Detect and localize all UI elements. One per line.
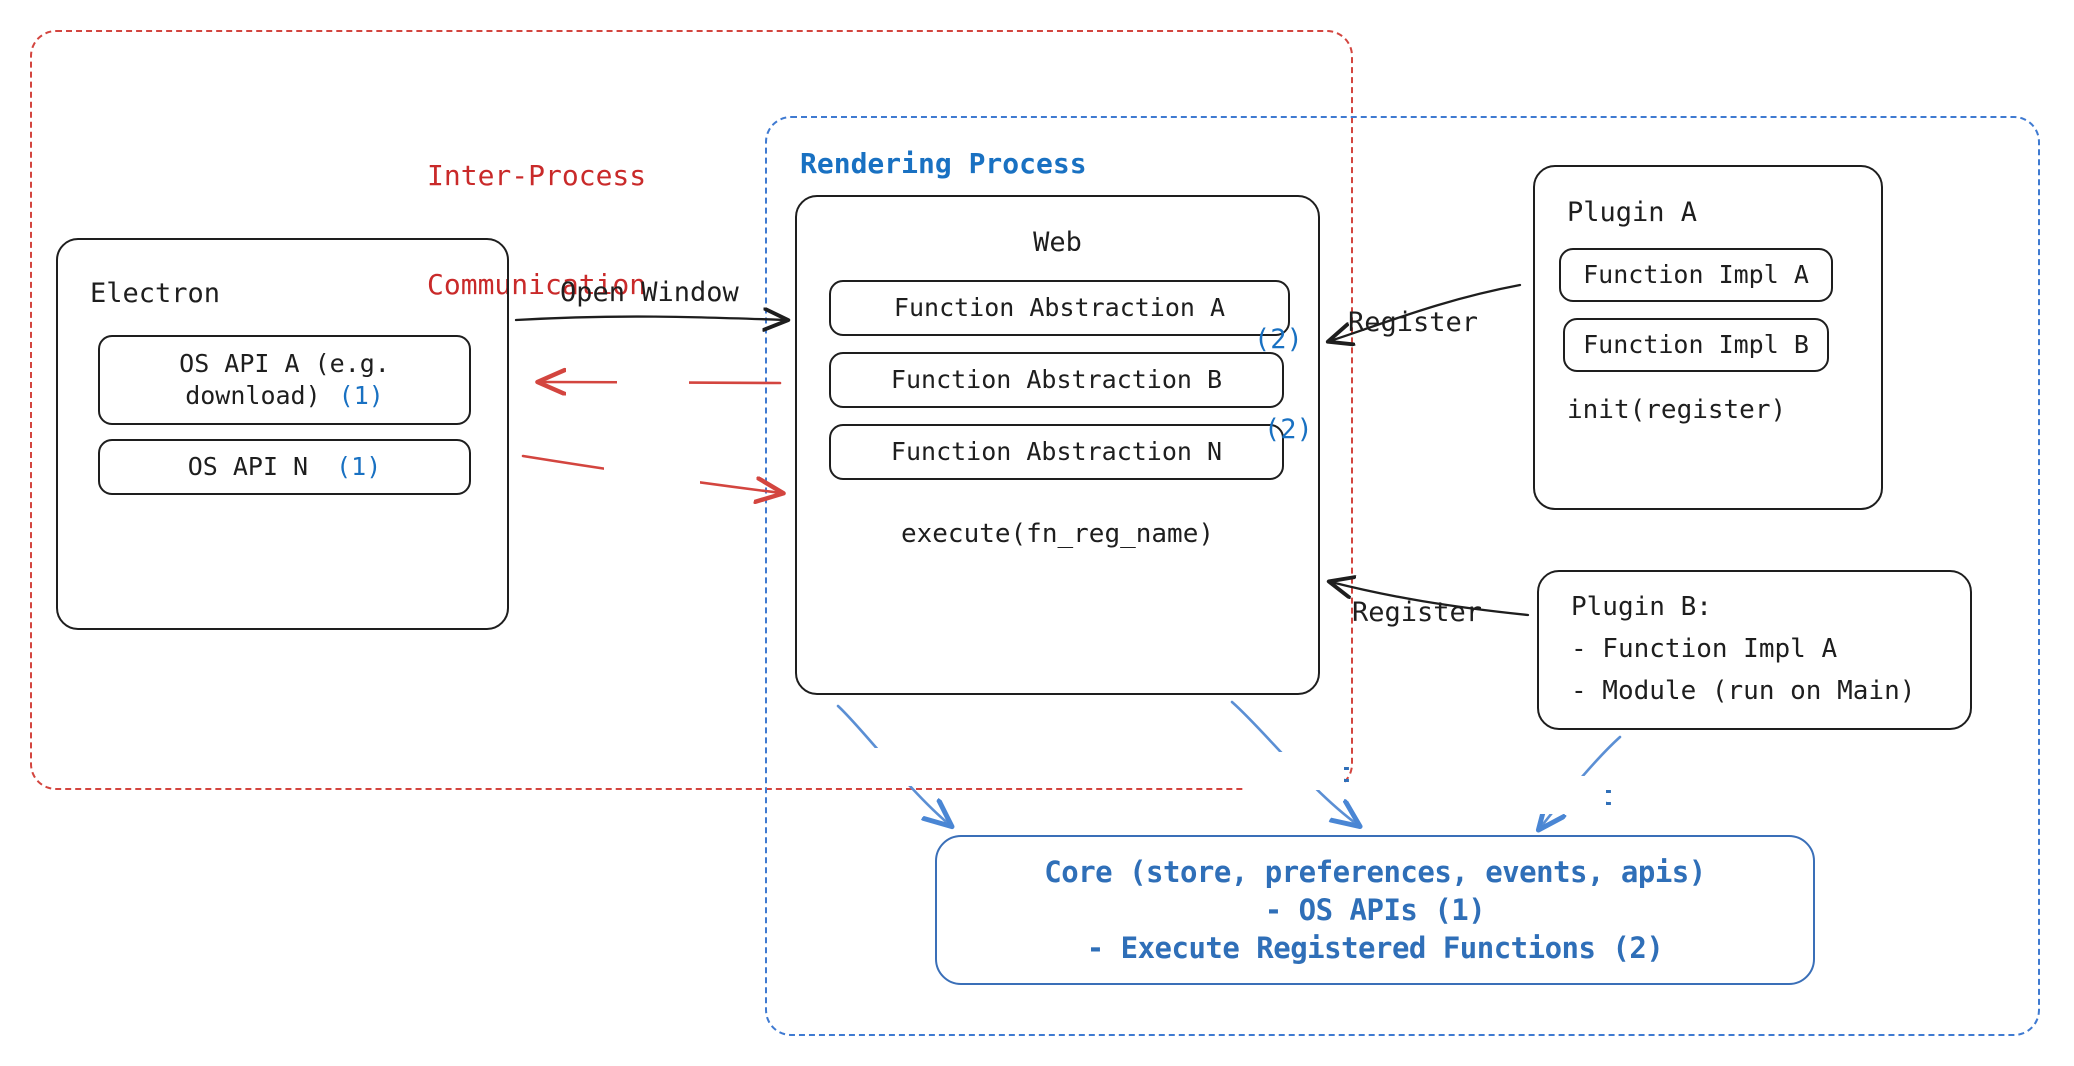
node-core[interactable]: Core (store, preferences, events, apis) … <box>935 835 1815 985</box>
region-ipc-title-line1: Inter-Process <box>427 158 647 192</box>
electron-title: Electron <box>90 278 221 309</box>
region-ipc-title: Inter-Process Communication <box>427 85 646 376</box>
plugin-b-item-1: - Module (run on Main) <box>1571 675 1916 706</box>
edge-label-register-bottom: Register <box>1352 597 1483 628</box>
node-os-api-a[interactable]: OS API A (e.g. download) (1) <box>98 335 471 426</box>
node-function-impl-a[interactable]: Function Impl A <box>1559 248 1833 303</box>
node-web[interactable]: Web Function Abstraction A Function Abst… <box>795 195 1320 695</box>
edge-label-open-window: Open Window <box>560 277 739 308</box>
edge-label-register-top: Register <box>1348 307 1479 338</box>
os-api-a-line2: download) <box>185 381 321 411</box>
node-os-api-n[interactable]: OS API N (1) <box>98 439 471 496</box>
os-api-a-line1: OS API A (e.g. <box>179 348 390 378</box>
edge-label-setup: Setup <box>857 751 942 784</box>
node-function-abstraction-b[interactable]: Function Abstraction B <box>829 352 1284 409</box>
web-execute-label: execute(fn_reg_name) <box>900 519 1215 550</box>
plugin-a-init-label: init(register) <box>1567 395 1787 426</box>
node-electron[interactable]: Electron OS API A (e.g. download) (1) OS… <box>56 238 509 630</box>
os-api-a-ref: (1) <box>338 381 384 411</box>
region-inter-process-communication <box>30 30 1353 790</box>
function-impl-b-label: Function Impl B <box>1583 329 1809 359</box>
core-line-1: Core (store, preferences, events, apis) <box>1044 854 1706 889</box>
node-function-impl-b[interactable]: Function Impl B <box>1563 318 1829 373</box>
core-line-2: - OS APIs (1) <box>1264 892 1486 927</box>
os-api-n-label: OS API N <box>187 451 309 481</box>
region-rendering-title: Rendering Process <box>800 147 1087 180</box>
node-plugin-b[interactable]: Plugin B: - Function Impl A - Module (ru… <box>1537 570 1972 730</box>
function-abstraction-n-label: Function Abstraction N <box>890 436 1223 466</box>
os-api-n-ref: (1) <box>336 451 382 481</box>
edge-label-import-right: Import <box>1512 779 1614 812</box>
function-impl-a-label: Function Impl A <box>1583 259 1809 289</box>
function-abstraction-b-label: Function Abstraction B <box>890 364 1223 394</box>
web-title: Web <box>1033 227 1082 258</box>
edge-label-req: Req <box>622 368 681 399</box>
node-plugin-a[interactable]: Plugin A Function Impl A Function Impl B… <box>1533 165 1883 510</box>
region-ipc-title-line2: Communication <box>427 267 647 301</box>
edge-label-resp: Resp <box>608 464 683 495</box>
node-function-abstraction-a[interactable]: Function Abstraction A <box>829 280 1290 337</box>
node-function-abstraction-n[interactable]: Function Abstraction N <box>829 424 1284 481</box>
core-line-3: - Execute Registered Functions (2) <box>1086 931 1664 966</box>
plugin-a-title: Plugin A <box>1567 197 1698 228</box>
plugin-b-title: Plugin B: <box>1571 592 1712 623</box>
edge-label-import-center: Import <box>1250 756 1352 789</box>
function-abstraction-a-ref: (2) <box>1254 324 1303 355</box>
function-abstraction-a-label: Function Abstraction A <box>893 292 1226 322</box>
region-rendering-process <box>765 116 2040 1036</box>
plugin-b-item-0: - Function Impl A <box>1571 634 1838 665</box>
function-abstraction-b-ref: (2) <box>1264 414 1313 445</box>
